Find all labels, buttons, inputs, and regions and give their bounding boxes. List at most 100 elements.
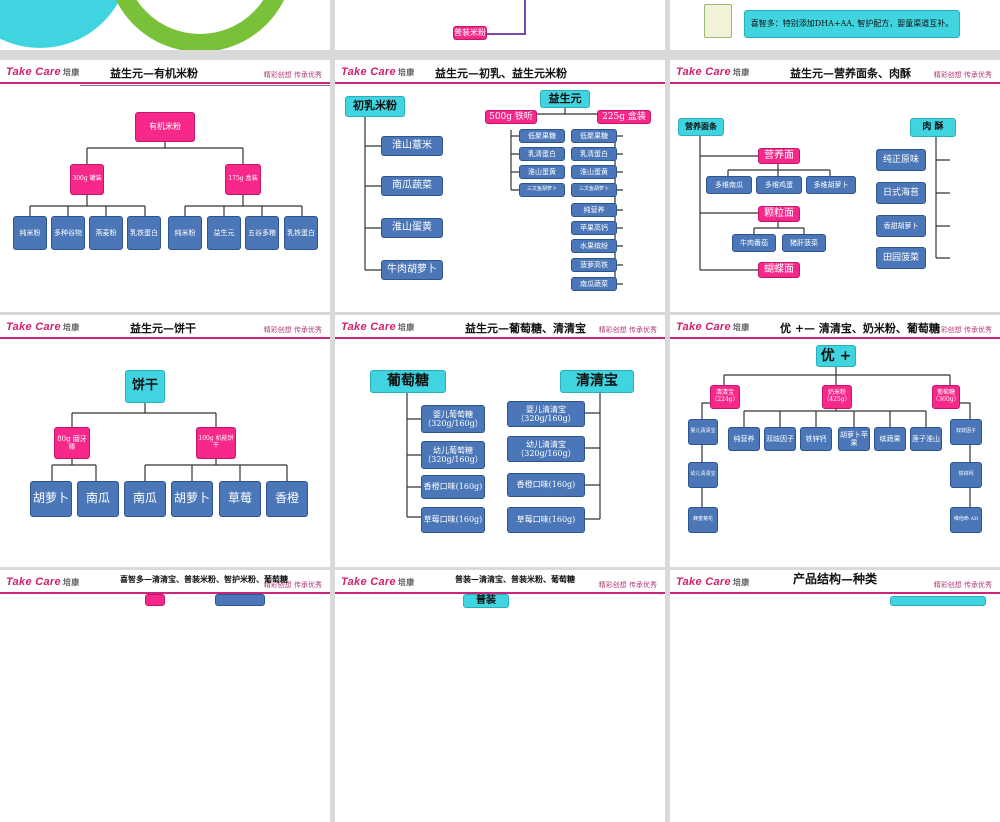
milk-rice-425g: 奶米粉（425g） bbox=[822, 385, 852, 409]
colostrum-rice-head: 初乳米粉 bbox=[345, 96, 405, 117]
col2-item-7: 水果缤纷 bbox=[571, 239, 617, 253]
yp-right-2: 铁锌钙 bbox=[950, 462, 982, 488]
leaf-7: 五谷多粮 bbox=[245, 216, 279, 250]
slogan: 精彩创想 传承优秀 bbox=[263, 326, 322, 334]
glucose-item-2: 幼儿葡萄糖（320g/160g） bbox=[421, 441, 485, 469]
leaf-2: 多种谷物 bbox=[51, 216, 85, 250]
slide-title: 普装—清清宝、普装米粉、葡萄糖 bbox=[455, 574, 575, 584]
yp-mid-6: 莲子淮山 bbox=[910, 427, 942, 451]
biscuit-leaf-2: 南瓜 bbox=[77, 481, 119, 517]
glucose-item-3: 香橙口味(160g) bbox=[421, 475, 485, 499]
tag-225g: 225g 盒装 bbox=[597, 110, 651, 124]
leaf-5: 纯米粉 bbox=[168, 216, 202, 250]
g1-item-1: 多维南瓜 bbox=[706, 176, 752, 194]
xizhiduo-note: 喜智多：特别添加DHA+AA, 智护配方，婴童渠道互补。 bbox=[744, 10, 960, 38]
col2-item-9: 南瓜蔬菜 bbox=[571, 277, 617, 291]
yp-mid-1: 纯营养 bbox=[728, 427, 760, 451]
yp-left-1: 婴儿清清宝 bbox=[688, 419, 718, 445]
slide-title: 益生元—初乳、益生元米粉 bbox=[435, 67, 567, 80]
slide-title: 益生元—营养面条、肉酥 bbox=[790, 67, 911, 80]
yp-mid-3: 铁锌钙 bbox=[800, 427, 832, 451]
biscuit-leaf-3: 南瓜 bbox=[124, 481, 166, 517]
leaf-1: 纯米粉 bbox=[13, 216, 47, 250]
biscuit-leaf-4: 胡萝卜 bbox=[171, 481, 213, 517]
col1-item-3: 淮山蛋黄 bbox=[519, 165, 565, 179]
yp-right-1: 双歧因子 bbox=[950, 419, 982, 445]
slogan: 精彩创想 传承优秀 bbox=[263, 71, 322, 79]
box-175g: 175g 盒装 bbox=[225, 164, 261, 195]
slogan: 精彩创想 传承优秀 bbox=[598, 326, 657, 334]
slogan: 精彩创想 传承优秀 bbox=[933, 326, 992, 334]
tree-lines bbox=[29, 142, 303, 216]
slide-title: 益生元—葡萄糖、清清宝 bbox=[465, 322, 586, 335]
normal-rice-powder-box: 普装米粉 bbox=[453, 26, 487, 40]
function-biscuit-100g: 100g 机能饼干 bbox=[196, 427, 236, 459]
biscuit-root: 饼干 bbox=[125, 370, 165, 403]
yp-mid-5: 缤蔬果 bbox=[874, 427, 906, 451]
group-butterfly-noodle: 蝴蝶面 bbox=[758, 262, 800, 278]
slide-title: 益生元—饼干 bbox=[130, 322, 196, 335]
qingqingbao-head: 清清宝 bbox=[560, 370, 634, 393]
col2-item-2: 乳清蛋白 bbox=[571, 147, 617, 161]
biscuit-leaf-1: 胡萝卜 bbox=[30, 481, 72, 517]
slide-top-right: 喜智多：特别添加DHA+AA, 智护配方，婴童渠道互补。 bbox=[670, 0, 1000, 50]
biscuit-leaf-5: 草莓 bbox=[219, 481, 261, 517]
qqb-item-1: 婴儿清清宝（320g/160g） bbox=[507, 401, 585, 427]
meat-floss-head: 肉 酥 bbox=[910, 118, 956, 137]
yp-mid-4: 胡萝卜苹果 bbox=[838, 427, 870, 451]
slide-title: 优 +— 清清宝、奶米粉、葡萄糖 bbox=[780, 322, 940, 335]
item-huaishan-danhuang: 淮山蛋黄 bbox=[381, 218, 443, 238]
prebiotic-root: 益生元 bbox=[540, 90, 590, 108]
leaf-8: 乳铁蛋白 bbox=[284, 216, 318, 250]
floss-item-2: 日式海苔 bbox=[876, 182, 926, 204]
glucose-head: 葡萄糖 bbox=[370, 370, 446, 393]
yp-left-2: 幼儿清清宝 bbox=[688, 462, 718, 488]
connector-lines bbox=[485, 0, 526, 35]
item-huaishan-yimi: 淮山薏米 bbox=[381, 136, 443, 156]
leaf-4: 乳铁蛋白 bbox=[127, 216, 161, 250]
group-granule-noodle: 颗粒面 bbox=[758, 206, 800, 222]
g2-item-2: 猪肝菠菜 bbox=[782, 234, 826, 252]
youplus-root: 优 + bbox=[816, 345, 856, 367]
slogan: 精彩创想 传承优秀 bbox=[933, 581, 992, 589]
qqb-item-4: 草莓口味(160g) bbox=[507, 507, 585, 533]
floss-item-1: 纯正原味 bbox=[876, 149, 926, 171]
col1-item-4: 三文鱼胡萝卜 bbox=[519, 183, 565, 197]
yp-right-3: 维他命 AD bbox=[950, 507, 982, 533]
slogan: 精彩创想 传承优秀 bbox=[933, 71, 992, 79]
biscuit-leaf-6: 香橙 bbox=[266, 481, 308, 517]
yp-mid-2: 双歧因子 bbox=[764, 427, 796, 451]
col1-item-1: 低聚果糖 bbox=[519, 129, 565, 143]
col2-item-5: 纯营养 bbox=[571, 203, 617, 217]
organic-rice-root: 有机米粉 bbox=[135, 112, 195, 142]
tree-lines bbox=[51, 403, 288, 481]
col2-item-6: 苹果高钙 bbox=[571, 221, 617, 235]
slide-top-middle: 普装米粉 bbox=[335, 0, 665, 50]
decorative-circles bbox=[0, 0, 285, 50]
col2-item-3: 淮山蛋黄 bbox=[571, 165, 617, 179]
floss-item-3: 香甜胡萝卜 bbox=[876, 215, 926, 237]
g2-item-1: 牛肉番茄 bbox=[732, 234, 776, 252]
teething-stick-80g: 80g 磨牙棒 bbox=[54, 427, 90, 459]
col2-item-1: 低聚果糖 bbox=[571, 129, 617, 143]
leaf-3: 燕麦粉 bbox=[89, 216, 123, 250]
col1-item-2: 乳清蛋白 bbox=[519, 147, 565, 161]
blue-box-partial bbox=[215, 594, 265, 606]
glucose-item-1: 婴儿葡萄糖（320g/160g） bbox=[421, 405, 485, 433]
noodle-head: 营养面条 bbox=[678, 118, 724, 136]
can-300g: 300g 罐装 bbox=[70, 164, 104, 195]
tree-lines bbox=[406, 393, 601, 520]
